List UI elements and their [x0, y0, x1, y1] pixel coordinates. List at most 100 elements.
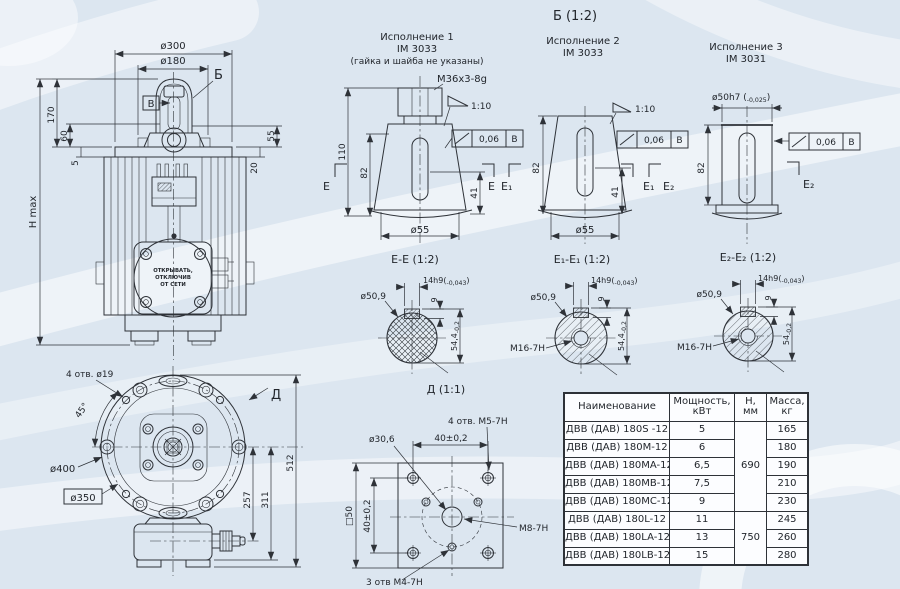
table-row: ДВВ (ДАВ) 180MB-12 7,5 210 [563, 474, 809, 494]
dim-square-50: □50 [345, 506, 355, 526]
dim-shaft-dia: ø50h7 (-0,025) [712, 93, 770, 104]
cell-name: ДВВ (ДАВ) 180M-12 [563, 438, 670, 458]
cell-name: ДВВ (ДАВ) 180MC-12 [563, 492, 670, 512]
cell-mass: 165 [766, 420, 809, 440]
version-3-title: Исполнение 3 [709, 42, 782, 53]
d400-label: ø400 [50, 464, 75, 475]
flange-holes-19 [121, 395, 225, 499]
dim-d180: ø180 [160, 56, 185, 67]
datum-v: В [148, 99, 155, 110]
col-header-name: Наименование [563, 392, 670, 422]
cell-mass: 245 [766, 510, 809, 530]
table-row: ДВВ (ДАВ) 180MC-12 9 230 [563, 492, 809, 512]
taper-label: 1:10 [635, 105, 655, 115]
dim-60: 60 [60, 130, 70, 142]
cell-name: ДВВ (ДАВ) 180MB-12 [563, 474, 670, 494]
dim-height: 54,4-0,2 [450, 321, 461, 351]
cell-power: 9 [669, 492, 735, 512]
d306-label: ø30,6 [369, 435, 395, 445]
version-1-title: Исполнение 1 [380, 32, 453, 43]
section-mark-e-left: E [323, 180, 330, 193]
detail-title: Д (1:1) [427, 383, 465, 396]
cell-mass: 280 [766, 546, 809, 566]
col-header-mass-l1: Масса, [769, 395, 805, 407]
cell-power: 7,5 [669, 474, 735, 494]
cell-power: 15 [669, 546, 735, 566]
dim-depth: 9 [430, 297, 439, 302]
section-e1-e1: E₁-E₁ (1:2) M16-7H ø50,9 14h9(-0,043) 9 … [510, 253, 638, 376]
section-e-e: E-E (1:2) ø50,9 14h9(-0,043) 9 54,4-0,2 [360, 253, 470, 374]
dim-82: 82 [360, 167, 370, 178]
cell-mass: 210 [766, 474, 809, 494]
version-3-mount: IM 3031 [726, 54, 766, 65]
dim-82: 82 [532, 162, 542, 173]
section-mark-e2-left: E₂ [663, 180, 674, 193]
m8-label: M8-7H [519, 524, 548, 534]
front-view-dimensions: ø300 ø180 Б В 170 60 5 55 20 [28, 41, 282, 346]
cell-h-690: 690 [734, 420, 767, 512]
dim-110: 110 [338, 143, 348, 160]
cell-power: 6,5 [669, 456, 735, 476]
tolerance-datum: В [848, 138, 854, 148]
dim-40-vertical: 40±0,2 [363, 499, 373, 532]
dim-40-horizontal: 40±0,2 [434, 434, 467, 444]
table-row: ДВВ (ДАВ) 180LA-12 13 260 [563, 528, 809, 548]
table-row: ДВВ (ДАВ) 180MA-12 6,5 190 [563, 456, 809, 476]
cell-name: ДВВ (ДАВ) 180S -12 [563, 420, 670, 440]
version-1-thread: M36x3-8g [437, 74, 487, 85]
holes-19-label: 4 отв. ø19 [66, 370, 114, 380]
table-row: ДВВ (ДАВ) 180L-12 11 750 245 [563, 510, 809, 566]
section-mark-e2-right: E₂ [803, 178, 814, 191]
cell-name: ДВВ (ДАВ) 180L-12 [563, 510, 670, 530]
dim-dia: ø50,9 [530, 293, 556, 303]
cell-power: 6 [669, 438, 735, 458]
detail-d-view: Д (1:1) 40±0,2 4 отв. M5-7H ø30,6 [345, 383, 548, 588]
thread-label: M16-7H [677, 343, 712, 353]
section-mark-e1-left: E₁ [501, 180, 512, 193]
version-1-mount: IM 3033 [397, 44, 437, 55]
corner-holes-m5 [405, 470, 496, 561]
hub-bolts [142, 423, 204, 471]
col-header-mass-l2: кг [781, 406, 793, 418]
flange-view: Д 4 отв. ø19 45° ø400 ø350 512 311 257 [50, 366, 303, 576]
dim-keyway: 14h9(-0,043) [758, 274, 805, 285]
cell-power: 5 [669, 420, 735, 440]
cell-name: ДВВ (ДАВ) 180LA-12 [563, 528, 670, 548]
cell-power: 11 [669, 510, 735, 530]
table-row: ДВВ (ДАВ) 180S -12 5 690 165 [563, 420, 809, 512]
cell-name: ДВВ (ДАВ) 180LB-12 [563, 546, 670, 566]
group-title-b: Б (1:2) [553, 9, 597, 24]
tolerance-datum: В [676, 136, 682, 146]
section-mark-e-right: E [488, 180, 495, 193]
dim-d55: ø55 [576, 225, 595, 236]
dim-55: 55 [267, 130, 277, 141]
cell-mass: 260 [766, 528, 809, 548]
dim-dia: ø50,9 [696, 290, 722, 300]
tolerance-value: 0,06 [644, 136, 664, 146]
cell-power: 13 [669, 528, 735, 548]
dim-hmax: H max [28, 196, 39, 229]
col-header-power-l1: Мощность, [673, 395, 731, 407]
col-header-power-l2: кВт [692, 406, 712, 418]
dim-d300: ø300 [160, 41, 185, 52]
dim-311: 311 [261, 491, 271, 508]
holes-m5-label: 4 отв. M5-7H [448, 417, 508, 427]
dim-41: 41 [611, 186, 621, 197]
version-2-mount: IM 3033 [563, 48, 603, 59]
cell-mass: 190 [766, 456, 809, 476]
view-label-d: Д [271, 388, 281, 403]
tolerance-value: 0,06 [816, 138, 836, 148]
dim-170: 170 [47, 106, 57, 123]
section-mark-e1-right: E₁ [643, 180, 654, 193]
dim-depth: 9 [597, 296, 606, 301]
table-header-row: Наименование Мощность,кВт Н,мм Масса,кг [563, 392, 809, 422]
dim-20: 20 [250, 162, 260, 174]
front-view: ОТКРЫВАТЬ, ОТКЛЮЧИВ ОТ СЕТИ [95, 72, 255, 360]
cell-h-750: 750 [734, 510, 767, 566]
pcd-holes-m4 [421, 497, 483, 552]
section-title: E-E (1:2) [391, 253, 439, 266]
cooling-ribs [110, 157, 240, 315]
